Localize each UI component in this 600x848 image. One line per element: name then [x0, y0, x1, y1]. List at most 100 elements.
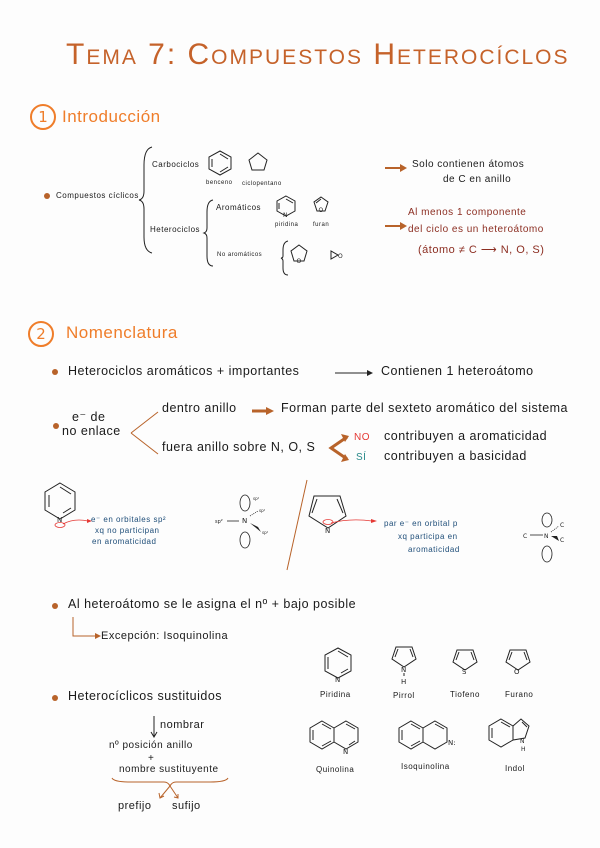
sp2-nitrogen-orbital-icon: sp² N sp² sp² sp²	[215, 494, 269, 549]
svg-text:C: C	[560, 537, 564, 544]
section-heading-nomenclatura: Nomenclatura	[66, 323, 178, 342]
brace-icon	[202, 199, 214, 267]
pyridine-note-line3: en aromaticidad	[92, 537, 157, 546]
piridina-label: piridina	[275, 222, 299, 228]
furano-structure-icon: O	[505, 649, 531, 676]
svg-text:O: O	[319, 207, 324, 214]
suffix-label: sufijo	[172, 800, 201, 812]
arrow-right-icon	[62, 519, 92, 525]
page-title: Tema 7: Compuestos Heterocíclos	[66, 38, 570, 71]
structure-label: Furano	[505, 690, 534, 699]
heterociclos-label: Heterociclos	[150, 225, 201, 234]
svg-text:S: S	[462, 668, 467, 676]
si-label: SÍ	[356, 452, 367, 463]
brace-icon	[280, 240, 289, 276]
svg-text:O: O	[297, 258, 302, 265]
bullet-dot	[52, 603, 58, 609]
structure-label: Piridina	[320, 690, 351, 699]
branch-lines	[130, 411, 159, 455]
heterociclos-note-line3: (átomo ≠ C ⟶ N, O, S)	[418, 244, 545, 256]
formula-line2: nombre sustituyente	[119, 764, 219, 775]
arrow-right-icon	[330, 519, 377, 524]
svg-text:sp²: sp²	[259, 508, 266, 513]
branch1-result: Forman parte del sexteto aromático del s…	[281, 401, 569, 415]
tiofeno-structure-icon: S	[452, 649, 478, 676]
svg-text:N: N	[401, 666, 406, 674]
svg-text:sp²: sp²	[215, 519, 223, 525]
svg-text:C: C	[560, 522, 564, 529]
pirrol-structure-icon: N H	[391, 646, 417, 686]
arrow-right-icon	[252, 407, 274, 415]
structure-label: Indol	[505, 764, 525, 773]
pyrrole-note-line1: par e⁻ en orbital p	[384, 519, 458, 528]
benzene-structure-icon	[208, 150, 232, 176]
bullet3-text: Al heteroátomo se le asigna el nº + bajo…	[68, 597, 357, 611]
pyridine-structure-icon: N	[44, 482, 76, 528]
section-heading-introduccion: Introducción	[62, 107, 161, 126]
pyridine-note-line2: xq no participan	[95, 526, 160, 535]
svg-text:N: N	[242, 517, 247, 525]
svg-text:N: N	[57, 516, 62, 524]
root-label: Compuestos cíclicos	[56, 191, 139, 200]
oxirane-structure-icon: O	[330, 250, 343, 260]
furan-structure-icon: O	[313, 196, 329, 214]
svg-text:N:: N:	[448, 739, 456, 747]
arrow-elbow-icon	[72, 617, 101, 639]
quinolina-structure-icon: N	[309, 720, 359, 756]
section-number-1: 1	[30, 104, 56, 130]
no-label: NO	[354, 432, 370, 443]
section-number-2: 2	[28, 321, 54, 347]
svg-text:N: N	[520, 738, 525, 745]
bullet-dot	[52, 695, 58, 701]
formula-plus: +	[148, 753, 155, 764]
p-nitrogen-orbital-icon: C N C C	[523, 512, 564, 563]
svg-text:N: N	[544, 533, 549, 540]
cyclopentane-structure-icon	[248, 152, 268, 171]
bullet2-label-line1: e⁻ de	[72, 410, 106, 424]
carbociclos-note-line1: Solo contienen átomos	[412, 159, 525, 170]
piridina-structure-icon: N	[324, 647, 352, 684]
svg-text:N: N	[335, 676, 340, 684]
carbociclos-label: Carbociclos	[152, 160, 200, 169]
bullet3-exception: Excepción: Isoquinolina	[101, 630, 229, 642]
no-aromaticos-label: No aromáticos	[217, 252, 263, 258]
svg-text:H: H	[521, 746, 526, 753]
svg-text:sp²: sp²	[253, 496, 260, 501]
svg-text:N: N	[283, 212, 288, 219]
bullet1-right: Contienen 1 heteroátomo	[381, 364, 534, 378]
svg-text:N: N	[325, 527, 330, 535]
bullet-dot	[52, 369, 58, 375]
bullet-dot	[53, 423, 59, 429]
bullet4-text: Heterocíclicos sustituidos	[68, 689, 223, 703]
ciclopentano-label: ciclopentano	[242, 181, 282, 187]
nombrar-label: nombrar	[160, 719, 205, 731]
indol-structure-icon: N H	[488, 718, 530, 753]
carbociclos-note-line2: de C en anillo	[443, 174, 512, 185]
prefix-label: prefijo	[118, 800, 152, 812]
heterociclos-note-line1: Al menos 1 componente	[408, 207, 527, 218]
structure-label: Isoquinolina	[401, 762, 450, 771]
double-arrow-icon	[328, 434, 349, 462]
benceno-label: benceno	[206, 180, 233, 186]
furan-label: furan	[313, 222, 330, 228]
pyridine-note-line1: e⁻ en orbitales sp²	[91, 515, 167, 524]
bullet-dot	[44, 193, 50, 199]
svg-text:N: N	[343, 748, 348, 756]
formula-line1: nº posición anillo	[109, 740, 193, 751]
structure-label: Quinolina	[316, 765, 355, 774]
arrow-right-icon	[385, 164, 407, 172]
pyridine-structure-icon: N	[276, 195, 296, 219]
arrow-right-icon	[335, 370, 373, 376]
tetrahydrofuran-structure-icon: O	[290, 244, 308, 265]
divider-line	[286, 479, 308, 571]
split-brace-icon	[111, 777, 229, 799]
no-text: contribuyen a aromaticidad	[384, 429, 548, 443]
aromaticos-label: Aromáticos	[216, 203, 262, 212]
pyrrole-note-line3: aromaticidad	[408, 545, 460, 554]
arrow-right-icon	[385, 222, 407, 230]
si-text: contribuyen a basicidad	[384, 449, 527, 463]
heterociclos-note-line2: del ciclo es un heteroátomo	[408, 224, 544, 235]
svg-text:sp²: sp²	[262, 530, 269, 535]
svg-text:C: C	[523, 533, 527, 540]
svg-text:O: O	[338, 253, 343, 260]
